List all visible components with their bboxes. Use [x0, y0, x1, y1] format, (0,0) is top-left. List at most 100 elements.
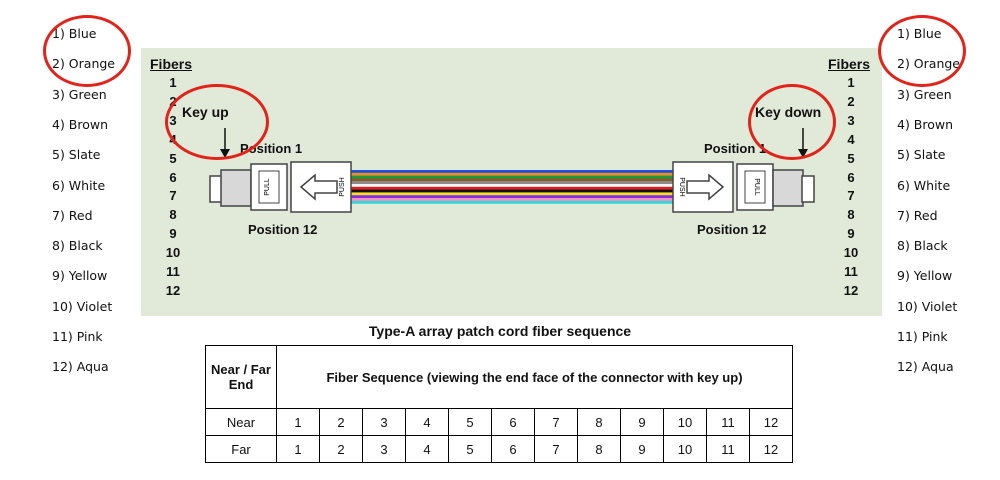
patch-cord-diagram: PULL PUSH PULL PUSH — [209, 128, 815, 213]
right-position-1-label: Position 1 — [704, 141, 767, 156]
fiber-number: 3 — [847, 112, 855, 128]
table-cell: 11 — [706, 408, 750, 436]
fiber-stripe — [346, 172, 676, 176]
table-cell: 11 — [706, 435, 750, 463]
fiber-color-item: 9) Yellow — [897, 268, 953, 284]
table-cell: 9 — [620, 408, 664, 436]
fiber-stripe — [346, 200, 676, 204]
fiber-stripe — [346, 192, 676, 196]
right-pull-text: PULL — [753, 178, 760, 196]
left-highlight-circle — [43, 15, 131, 87]
fiber-color-item: 4) Brown — [52, 116, 109, 132]
fiber-stripe — [346, 178, 676, 182]
table-cell: 6 — [491, 408, 535, 436]
fiber-number: 1 — [169, 75, 177, 90]
fiber-stripe — [346, 170, 676, 173]
fiber-number: 6 — [847, 169, 855, 185]
fiber-color-item: 10) Violet — [897, 298, 958, 314]
fiber-color-item: 11) Pink — [52, 329, 103, 344]
row-label: Near — [205, 408, 277, 436]
fiber-color-item: 6) White — [52, 177, 106, 193]
table-cell: 3 — [362, 435, 406, 463]
fiber-number: 2 — [847, 93, 855, 109]
fiber-color-item: 10) Violet — [52, 298, 113, 314]
table-cell: 1 — [276, 435, 320, 463]
fiber-number: 1 — [847, 75, 855, 90]
table-header-row: Near / Far End Fiber Sequence (viewing t… — [205, 345, 793, 409]
fiber-number: 7 — [847, 188, 855, 204]
fiber-number: 10 — [843, 245, 859, 261]
fiber-color-item: 5) Slate — [897, 147, 946, 163]
fiber-color-item: 4) Brown — [897, 116, 954, 132]
left-ferrule — [220, 169, 252, 207]
left-push-arrow — [299, 173, 338, 201]
table-cell: 2 — [319, 408, 363, 436]
right-fibers-label: Fibers — [828, 56, 871, 72]
right-ferrule — [772, 169, 804, 207]
fiber-color-item: 3) Green — [52, 86, 107, 102]
fiber-color-item: 6) White — [897, 177, 951, 193]
fiber-sequence-table: Near / Far End Fiber Sequence (viewing t… — [205, 345, 793, 463]
table-cell: 8 — [577, 435, 621, 463]
fiber-color-item: 9) Yellow — [52, 268, 108, 284]
right-pull-inner — [744, 170, 766, 204]
fiber-stripe — [346, 189, 676, 193]
row-label: Far — [205, 435, 277, 463]
fiber-number: 6 — [169, 169, 177, 185]
fiber-color-item: 3) Green — [897, 86, 952, 102]
table-cell: 7 — [534, 408, 578, 436]
table-cell: 4 — [405, 408, 449, 436]
table-cell: 4 — [405, 435, 449, 463]
key-down-highlight-circle — [748, 84, 836, 160]
fiber-stripe — [346, 198, 676, 201]
fiber-color-item: 8) Black — [52, 238, 103, 254]
fiber-stripe — [346, 181, 676, 185]
fiber-number: 10 — [165, 245, 181, 261]
table-cell: 5 — [448, 408, 492, 436]
left-pull-inner — [258, 170, 280, 204]
fiber-color-item: 7) Red — [52, 207, 93, 223]
fiber-color-item: 5) Slate — [52, 147, 101, 163]
right-highlight-circle — [878, 15, 966, 87]
fiber-number: 12 — [165, 282, 181, 298]
fiber-number: 7 — [169, 188, 177, 204]
fiber-number: 11 — [844, 264, 858, 279]
left-ferrule-tip — [209, 175, 223, 203]
fiber-color-item: 12) Aqua — [52, 359, 109, 375]
fiber-number: 12 — [843, 282, 859, 298]
table-cell: 12 — [749, 435, 793, 463]
fiber-stripe — [346, 184, 676, 187]
table-cell: 10 — [663, 408, 707, 436]
fiber-number: 9 — [847, 226, 855, 242]
table-cell: 1 — [276, 408, 320, 436]
table-cell: 9 — [620, 435, 664, 463]
fiber-number: 8 — [169, 207, 177, 223]
diagram-caption: Type-A array patch cord fiber sequence — [368, 323, 632, 339]
fiber-color-item: 7) Red — [897, 207, 938, 223]
left-pull-text: PULL — [264, 178, 271, 196]
fiber-color-item: 11) Pink — [897, 329, 948, 344]
fiber-number: 9 — [169, 226, 177, 242]
right-ferrule-tip — [801, 175, 815, 203]
table-cell: 12 — [749, 408, 793, 436]
right-push-arrow — [686, 173, 725, 201]
table-cell: 10 — [663, 435, 707, 463]
table-cell: 2 — [319, 435, 363, 463]
fiber-number: 5 — [847, 150, 855, 166]
table-cell: 8 — [577, 408, 621, 436]
left-push-text: PUSH — [339, 177, 346, 196]
table-cell: 5 — [448, 435, 492, 463]
fiber-stripe — [346, 195, 676, 199]
table-cell: 3 — [362, 408, 406, 436]
right-position-12-label: Position 12 — [697, 222, 767, 237]
key-up-highlight-circle — [165, 84, 269, 160]
right-push-text: PUSH — [678, 177, 685, 196]
fiber-stripe — [346, 175, 676, 179]
fiber-sequence-header: Fiber Sequence (viewing the end face of … — [276, 345, 793, 409]
fiber-number: 11 — [166, 264, 180, 279]
fiber-color-item: 12) Aqua — [897, 359, 954, 375]
near-far-end-header: Near / Far End — [205, 345, 277, 409]
left-fibers-label: Fibers — [150, 56, 193, 72]
